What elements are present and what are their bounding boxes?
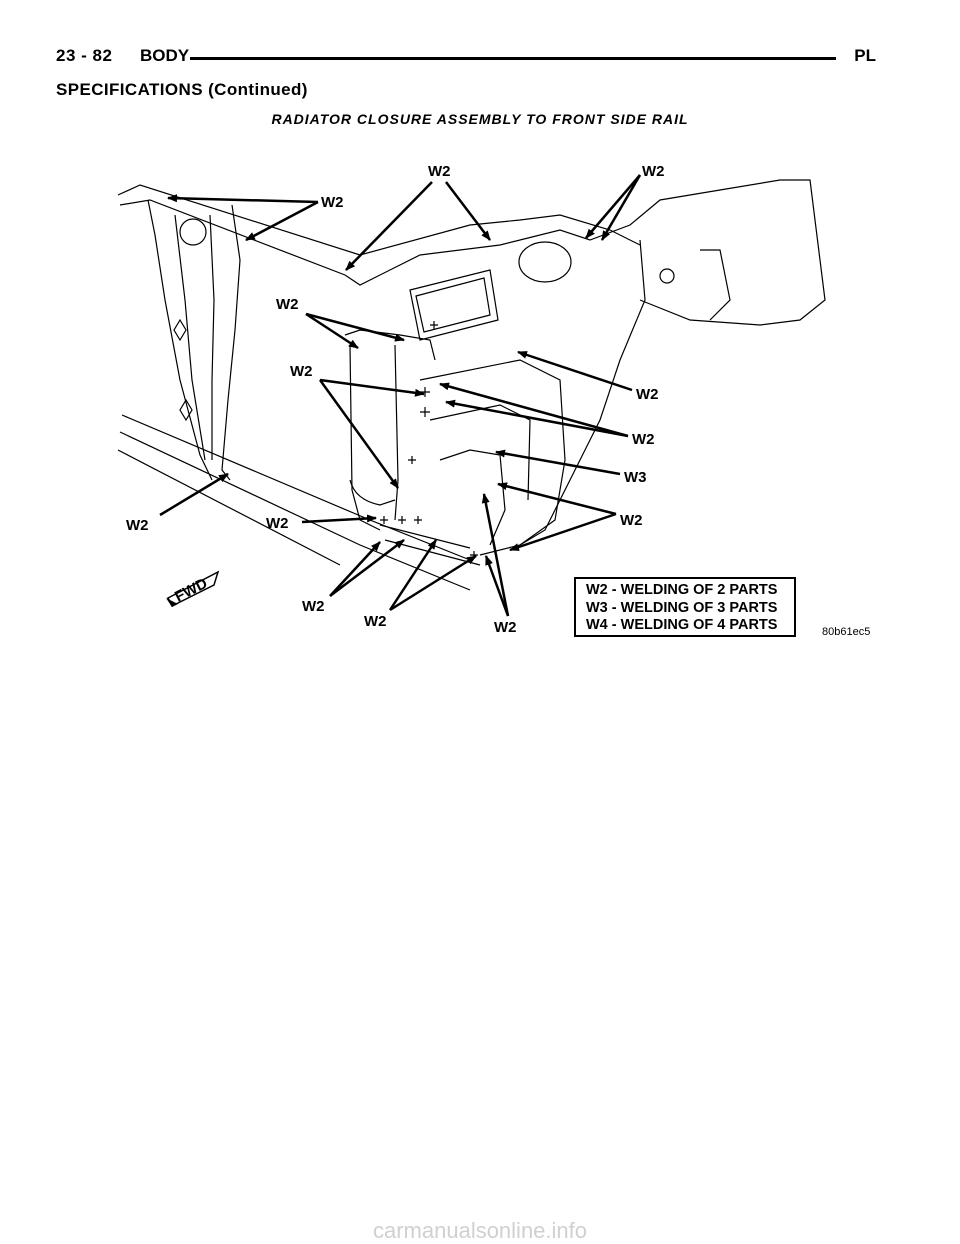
section-subheader: SPECIFICATIONS (Continued) bbox=[56, 80, 308, 99]
model-code: PL bbox=[854, 46, 876, 65]
weld-label: W2 bbox=[620, 512, 643, 529]
weld-label: W2 bbox=[642, 163, 665, 180]
watermark: carmanualsonline.info bbox=[372, 1218, 588, 1243]
body-structure-drawing bbox=[117, 179, 826, 591]
weld-label: W2 bbox=[276, 296, 299, 313]
weld-label: W2 bbox=[126, 517, 149, 534]
weld-label: W2 bbox=[494, 619, 517, 636]
page-number: 23 - 82 bbox=[56, 46, 113, 65]
page-header: 23 - 82 BODY PL bbox=[56, 44, 876, 72]
weld-label: W2 bbox=[321, 194, 344, 211]
weld-legend: W2 - WELDING OF 2 PARTS W3 - WELDING OF … bbox=[574, 577, 796, 637]
figure-title: RADIATOR CLOSURE ASSEMBLY TO FRONT SIDE … bbox=[271, 111, 689, 127]
weld-label: W2 bbox=[636, 386, 659, 403]
section-title: BODY bbox=[140, 46, 190, 65]
weld-label: W2 bbox=[290, 363, 313, 380]
legend-item: W3 - WELDING OF 3 PARTS bbox=[586, 599, 778, 616]
weld-label: W3 bbox=[624, 469, 647, 486]
weld-labels: W2 W2 W2 W2 W2 W2 W2 W3 W2 W2 W2 W2 W2 W… bbox=[126, 163, 665, 636]
header-rule bbox=[190, 57, 836, 60]
legend-item: W2 - WELDING OF 2 PARTS bbox=[586, 582, 778, 598]
fwd-arrow-icon: FWD bbox=[166, 570, 220, 608]
weld-diagram: FWD bbox=[117, 163, 826, 636]
weld-label: W2 bbox=[266, 515, 289, 532]
weld-label: W2 bbox=[632, 431, 655, 448]
figure-code: 80b61ec5 bbox=[822, 626, 871, 638]
legend-item: W4 - WELDING OF 4 PARTS bbox=[586, 617, 778, 633]
weld-label: W2 bbox=[302, 598, 325, 615]
weld-leader-arrows bbox=[159, 174, 642, 617]
weld-label: W2 bbox=[364, 613, 387, 630]
fwd-label: FWD bbox=[172, 575, 210, 606]
weld-label: W2 bbox=[428, 163, 451, 180]
